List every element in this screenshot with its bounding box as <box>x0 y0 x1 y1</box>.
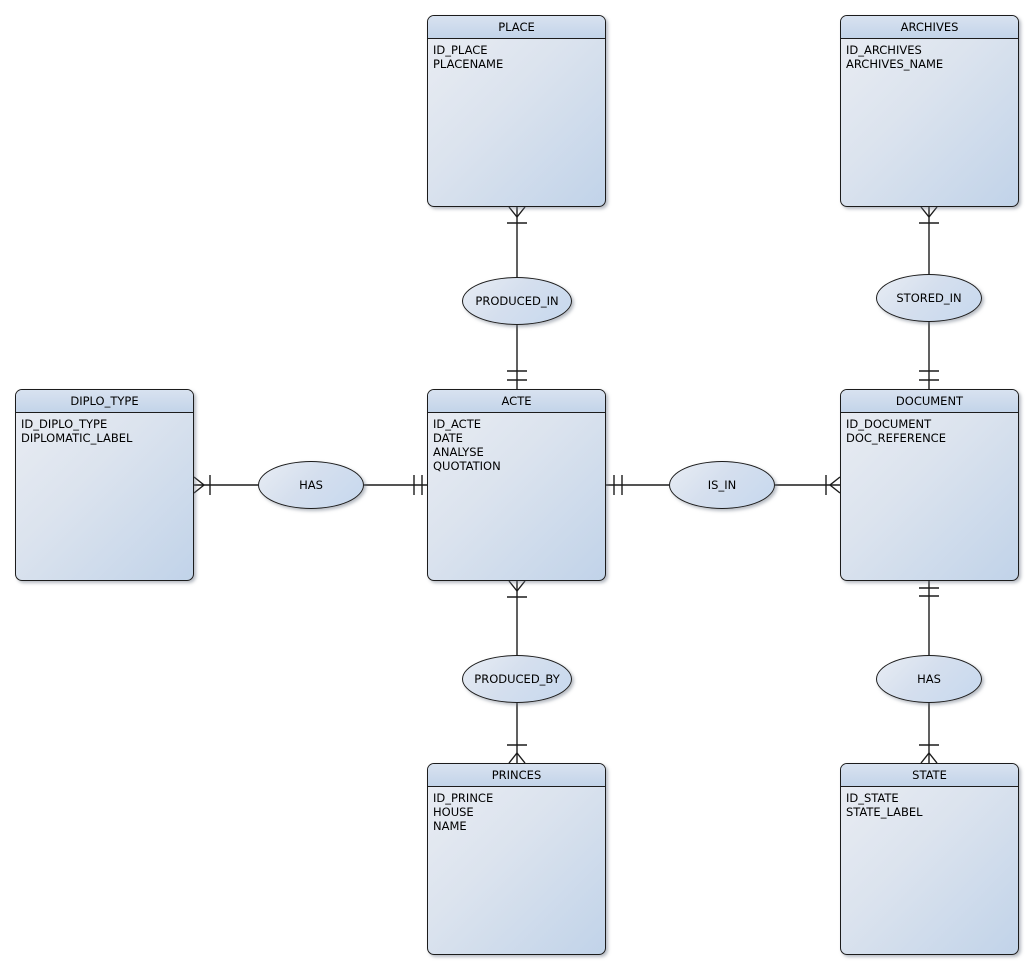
crow-foot-marker <box>193 476 206 494</box>
attribute: ID_DIPLO_TYPE <box>21 417 108 431</box>
entity-acte[interactable]: ACTE ID_ACTE DATE ANALYSE QUOTATION <box>427 389 606 581</box>
entity-title: ARCHIVES <box>841 16 1018 39</box>
connector-acte-produced-by-princes[interactable] <box>507 580 527 764</box>
attribute: DIPLOMATIC_LABEL <box>21 431 133 445</box>
crow-foot-marker <box>508 751 526 764</box>
entity-archives[interactable]: ARCHIVES ID_ARCHIVES ARCHIVES_NAME <box>840 15 1019 207</box>
relationship-produced-in[interactable]: PRODUCED_IN <box>462 277 572 325</box>
attribute: HOUSE <box>433 805 474 819</box>
attribute: ID_PLACE <box>433 43 488 57</box>
entity-princes[interactable]: PRINCES ID_PRINCE HOUSE NAME <box>427 763 606 955</box>
attribute: ID_ACTE <box>433 417 481 431</box>
crow-foot-marker <box>920 751 938 764</box>
relationship-label: IS_IN <box>707 478 737 492</box>
attribute: ID_ARCHIVES <box>846 43 922 57</box>
relationship-is-in[interactable]: IS_IN <box>669 461 775 509</box>
connector-archives-stored-in-document[interactable] <box>919 206 939 389</box>
entity-state[interactable]: STATE ID_STATE STATE_LABEL <box>840 763 1019 955</box>
entity-title: PRINCES <box>428 764 605 787</box>
attribute: DATE <box>433 431 463 445</box>
entity-document[interactable]: DOCUMENT ID_DOCUMENT DOC_REFERENCE <box>840 389 1019 581</box>
relationship-stored-in[interactable]: STORED_IN <box>876 274 982 322</box>
relationship-label: HAS <box>299 478 323 492</box>
attribute: ANALYSE <box>433 445 484 459</box>
attribute: PLACENAME <box>433 57 504 71</box>
double-tick-marker <box>413 475 423 495</box>
connector-document-has-state[interactable] <box>919 581 939 764</box>
attribute: STATE_LABEL <box>846 805 923 819</box>
relationship-label: STORED_IN <box>896 291 962 305</box>
relationship-label: HAS <box>917 672 941 686</box>
relationship-produced-by[interactable]: PRODUCED_BY <box>462 655 572 703</box>
connector-acte-is-in-document[interactable] <box>606 475 841 495</box>
double-tick-marker <box>507 370 527 381</box>
entity-title: DOCUMENT <box>841 390 1018 413</box>
attribute: NAME <box>433 819 467 833</box>
entity-title: PLACE <box>428 16 605 39</box>
entity-title: DIPLO_TYPE <box>16 390 193 413</box>
double-tick-marker <box>613 475 623 495</box>
entity-title: STATE <box>841 764 1018 787</box>
double-tick-marker <box>919 587 939 597</box>
relationship-label: PRODUCED_IN <box>475 294 559 308</box>
connector-diplo-type-has-acte[interactable] <box>193 475 427 495</box>
attribute: QUOTATION <box>433 459 501 473</box>
entity-diplo-type[interactable]: DIPLO_TYPE ID_DIPLO_TYPE DIPLOMATIC_LABE… <box>15 389 194 581</box>
attribute: ARCHIVES_NAME <box>846 57 944 71</box>
crow-foot-marker <box>508 580 526 593</box>
attribute: ID_PRINCE <box>433 791 494 805</box>
attribute: ID_STATE <box>846 791 899 805</box>
double-tick-marker <box>919 370 939 381</box>
entity-place[interactable]: PLACE ID_PLACE PLACENAME <box>427 15 606 207</box>
crow-foot-marker <box>828 476 841 494</box>
relationship-has-diplo-type[interactable]: HAS <box>258 461 364 509</box>
attribute: ID_DOCUMENT <box>846 417 932 431</box>
entity-title: ACTE <box>428 390 605 413</box>
connector-place-produced-in-acte[interactable] <box>507 206 527 389</box>
attribute: DOC_REFERENCE <box>846 431 946 445</box>
relationship-label: PRODUCED_BY <box>474 672 560 686</box>
crow-foot-marker <box>920 206 938 219</box>
relationship-has-document-state[interactable]: HAS <box>876 655 982 703</box>
crow-foot-marker <box>508 206 526 219</box>
